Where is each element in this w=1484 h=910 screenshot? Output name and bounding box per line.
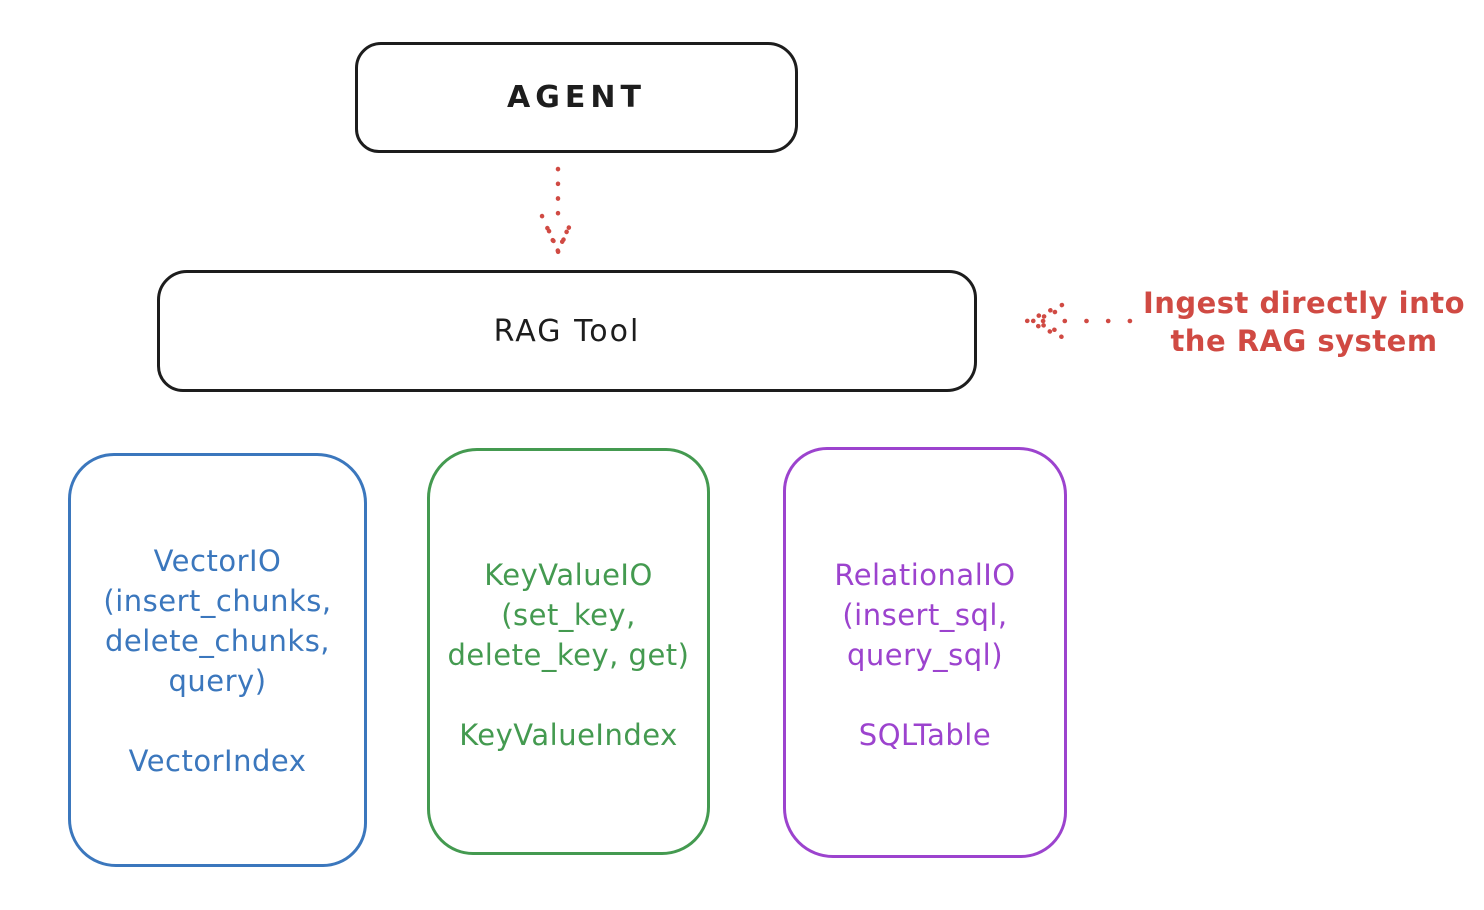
relational-io-line: (insert_sql, (842, 598, 1008, 632)
keyvalue-io-line: KeyValueIO (484, 558, 653, 592)
keyvalue-io-line: delete_key, get) (447, 638, 690, 672)
keyvalue-index-label: KeyValueIndex (459, 718, 678, 752)
vector-io-line: VectorIO (153, 544, 282, 578)
agent-node-label: AGENT (507, 80, 646, 115)
ingest-annotation-line2: the RAG system (1170, 324, 1438, 358)
vector-io-line: (insert_chunks, (103, 584, 332, 618)
relational-io-line: query_sql) (846, 638, 1004, 672)
relational-io-box: RelationalIO (insert_sql, query_sql) SQL… (783, 447, 1067, 858)
vector-io-box: VectorIO (insert_chunks, delete_chunks, … (68, 453, 367, 867)
sql-table-label: SQLTable (858, 718, 992, 752)
keyvalue-io-box: KeyValueIO (set_key, delete_key, get) Ke… (427, 448, 710, 855)
ingest-annotation: Ingest directly into the RAG system (1138, 284, 1470, 360)
agent-node: AGENT (355, 42, 798, 153)
vector-index-label: VectorIndex (128, 744, 307, 778)
annotation-to-rag-arrow (1021, 302, 1134, 340)
keyvalue-io-line: (set_key, (501, 598, 636, 632)
vector-io-line: delete_chunks, (104, 624, 331, 658)
spacer (71, 701, 364, 741)
relational-io-line: RelationalIO (834, 558, 1016, 592)
rag-tool-node: RAG Tool (157, 270, 977, 392)
spacer (786, 675, 1064, 715)
ingest-annotation-line1: Ingest directly into (1142, 286, 1466, 320)
agent-to-rag-arrow (539, 166, 577, 258)
vector-io-line: query) (168, 664, 267, 698)
spacer (430, 675, 707, 715)
rag-tool-node-label: RAG Tool (493, 313, 641, 349)
